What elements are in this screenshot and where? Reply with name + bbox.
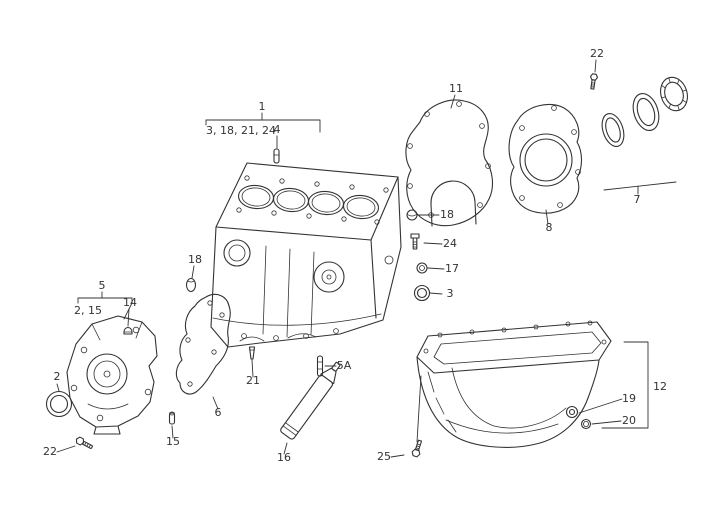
plug-14	[123, 326, 133, 335]
callout-25: 25	[377, 450, 391, 463]
callout-7: 7	[634, 193, 641, 206]
callout-18-right: 18	[440, 208, 454, 221]
callout-14: 14	[123, 296, 137, 309]
callout-22-bottom: 22	[43, 445, 57, 458]
callout-6: 6	[215, 406, 222, 419]
seal-rings-7	[601, 76, 688, 148]
callout-22-top: 22	[590, 47, 604, 60]
dowel-pin-15	[168, 411, 176, 425]
front-crank-seal	[45, 390, 73, 418]
plug-18-right	[406, 209, 418, 221]
callout-19: 19	[622, 392, 636, 405]
head-bolt-holes	[236, 175, 389, 225]
callout-15: 15	[166, 435, 180, 448]
callout-2: 2	[54, 370, 61, 383]
cylinder-bores	[237, 184, 380, 220]
plug-18-left	[185, 277, 197, 293]
plug-21	[248, 346, 256, 360]
engine-block	[210, 162, 402, 348]
gasket-6	[175, 293, 231, 395]
callout-12: 12	[653, 380, 667, 393]
seal-carrier-8	[508, 103, 583, 214]
front-housing	[66, 315, 158, 435]
stud-4	[273, 148, 280, 164]
bolt-22-bottom	[75, 436, 93, 449]
callout-16: 16	[277, 451, 291, 464]
callout-5a: 5A	[337, 359, 352, 372]
bolt-22-top	[589, 73, 599, 90]
bearing-ring	[660, 76, 688, 112]
callout-5: 5	[99, 279, 106, 292]
seal-ring-3	[413, 284, 431, 302]
callout-20: 20	[622, 414, 636, 427]
callout-18-left: 18	[188, 253, 202, 266]
callout-3: 3	[447, 287, 454, 300]
callout-24: 24	[443, 237, 457, 250]
plug-17	[416, 262, 428, 274]
leader-lines	[56, 59, 677, 458]
callout-group-1-list: 3, 18, 21, 24	[206, 124, 276, 137]
callout-17: 17	[445, 262, 459, 275]
callout-group-5-list: 2, 15	[74, 304, 102, 317]
callout-4: 4	[274, 123, 281, 136]
bolt-25	[411, 439, 423, 458]
sealant-tube-16	[280, 361, 341, 440]
callout-11: 11	[449, 82, 463, 95]
callout-8: 8	[546, 221, 553, 234]
drain-plug-20	[580, 418, 592, 430]
callout-21: 21	[246, 374, 260, 387]
washer-19	[565, 405, 579, 419]
oil-pan	[416, 320, 612, 448]
bolt-24	[410, 233, 420, 250]
callout-1: 1	[259, 100, 266, 113]
